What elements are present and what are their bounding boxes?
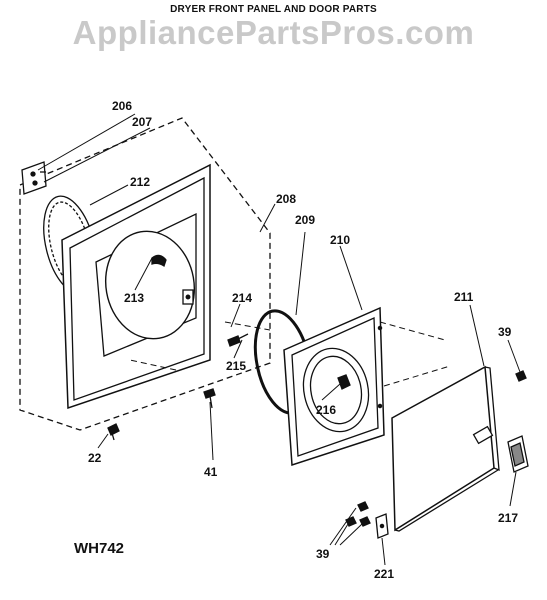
callout-207: 207 xyxy=(132,115,152,129)
callout-215: 215 xyxy=(226,359,246,373)
alignment-guides xyxy=(129,321,451,387)
callout-208: 208 xyxy=(276,192,296,206)
diagram-title: DRYER FRONT PANEL AND DOOR PARTS xyxy=(170,4,377,15)
callout-216: 216 xyxy=(316,403,336,417)
callout-217: 217 xyxy=(498,511,518,525)
callout-39-top: 39 xyxy=(498,325,512,339)
door-handle-part xyxy=(507,435,529,473)
hinge-221 xyxy=(375,513,389,539)
callout-22: 22 xyxy=(88,451,102,465)
screw-41 xyxy=(203,388,216,409)
callout-214: 214 xyxy=(232,291,252,305)
watermark: AppliancePartsPros.com xyxy=(72,14,475,51)
callout-labels: 206 207 212 208 209 210 211 39 213 214 2… xyxy=(88,99,518,581)
front-panel-part xyxy=(61,163,211,410)
callout-39-bottom: 39 xyxy=(316,547,330,561)
screw-215 xyxy=(227,333,249,347)
screws-39-bottom xyxy=(345,501,371,527)
outer-door-part xyxy=(391,365,500,532)
screw-39-top xyxy=(515,370,527,382)
callout-213: 213 xyxy=(124,291,144,305)
model-code: WH742 xyxy=(74,540,125,557)
hinge-bracket-part xyxy=(21,161,47,195)
callout-212: 212 xyxy=(130,175,150,189)
screw-22 xyxy=(107,423,120,441)
leader-lines xyxy=(37,113,521,566)
inner-door-part xyxy=(283,306,385,467)
callout-211: 211 xyxy=(454,290,474,304)
callout-221: 221 xyxy=(374,567,394,581)
callout-206: 206 xyxy=(112,99,132,113)
callout-209: 209 xyxy=(295,213,315,227)
callout-41: 41 xyxy=(204,465,218,479)
callout-210: 210 xyxy=(330,233,350,247)
assembly-outline xyxy=(19,117,271,431)
